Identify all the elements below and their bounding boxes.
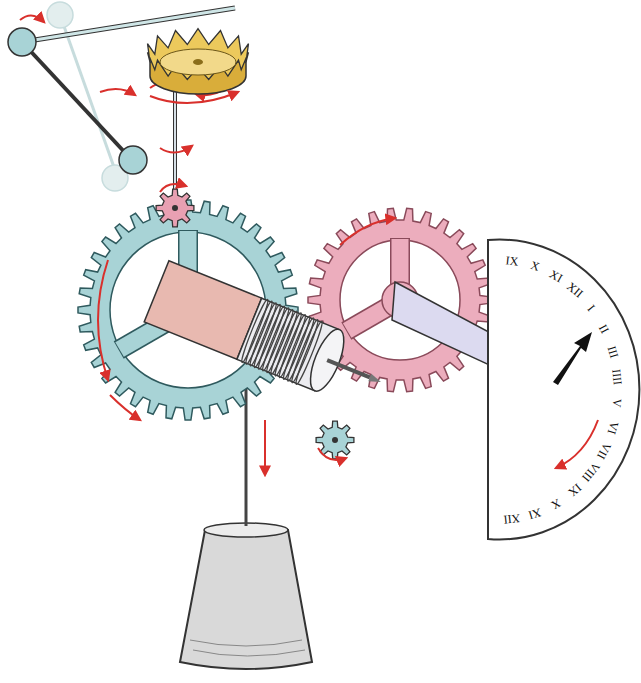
dial-numeral: VI [605, 420, 620, 436]
gear-layer [78, 200, 555, 460]
foliot-weight-ghost [47, 2, 73, 28]
dial-numeral: II [597, 323, 611, 336]
pinion-axle [332, 437, 338, 443]
dial-numeral: IX [505, 254, 519, 267]
dial-numeral: X [549, 497, 562, 512]
drum [144, 260, 394, 414]
great-wheel [78, 200, 298, 420]
crown-hub [193, 59, 203, 65]
dial-numeral: VII [595, 441, 613, 461]
rope [245, 370, 248, 526]
dial-numeral: V [611, 398, 624, 408]
motion-arrow [160, 146, 192, 153]
front-layer [8, 2, 639, 540]
motion-arrow [264, 420, 266, 475]
crown-teeth [148, 29, 249, 80]
motion-arrow [318, 448, 346, 460]
axle-tip [368, 374, 382, 386]
dial-numeral: XII [565, 280, 585, 300]
motion-arrow [160, 184, 186, 192]
dial-numeral: IX [566, 482, 583, 499]
dial-numeral: XI [527, 507, 543, 522]
gear-teeth [78, 200, 298, 420]
weight [180, 530, 312, 669]
weight-shading [190, 640, 305, 656]
gear-opening [110, 232, 266, 388]
dial-numeral: IIII [611, 369, 625, 386]
motion-arrow [20, 15, 44, 22]
dial-numeral: XII [503, 512, 521, 526]
dial-numeral: VIII [580, 460, 602, 484]
motion-arrow [100, 89, 135, 95]
foliot-arm [22, 42, 130, 158]
back-layer [180, 370, 312, 669]
dial-numeral: III [606, 345, 621, 360]
dial-numeral: I [585, 302, 597, 313]
foliot-weight [119, 146, 147, 174]
motion-arrow [98, 260, 108, 380]
dial-face [488, 240, 639, 540]
motion-arrow [340, 218, 395, 245]
foliot-weight [8, 28, 36, 56]
crown-face [160, 49, 236, 75]
motion-arrow [110, 395, 140, 420]
clock-hand [553, 332, 592, 385]
motion-arrow [150, 92, 238, 103]
dial-numeral: X [529, 259, 541, 273]
escape-pinion [156, 189, 194, 227]
dial-numeral: XI [548, 267, 565, 284]
drum-axle [327, 360, 370, 377]
crown-wheel [148, 29, 249, 104]
pinion-axle [172, 205, 178, 211]
